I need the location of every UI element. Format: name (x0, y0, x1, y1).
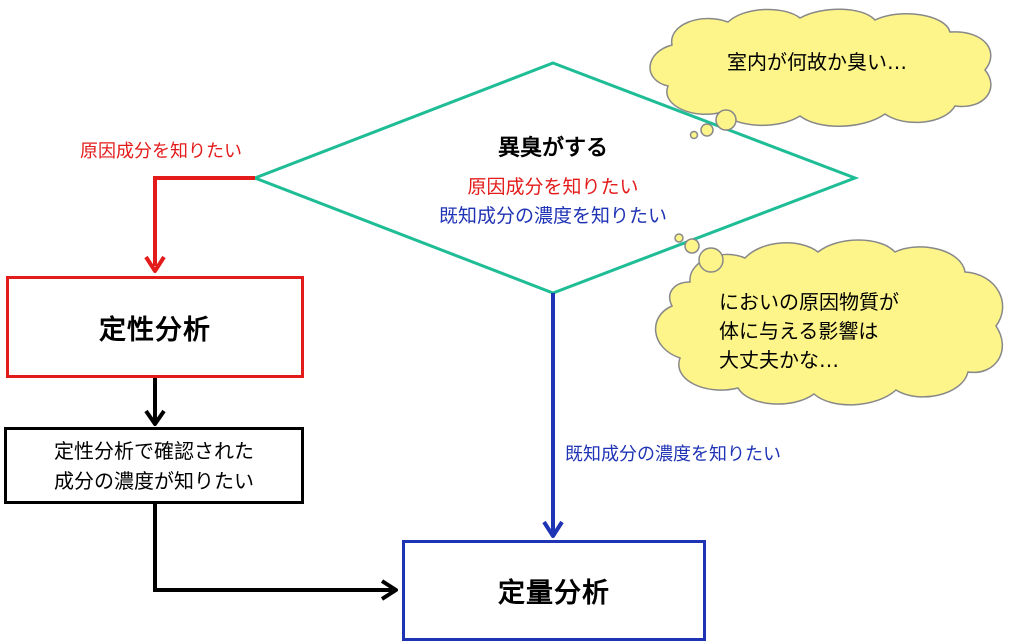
box-intermediate: 定性分析で確認された 成分の濃度が知りたい (4, 427, 304, 504)
box-qualitative-analysis: 定性分析 (6, 276, 304, 378)
box-intermediate-line2: 成分の濃度が知りたい (54, 468, 254, 493)
connector-left-red (153, 176, 255, 266)
arrowhead-to-quantitative (380, 579, 398, 601)
box-quantitative-label: 定量分析 (498, 578, 610, 609)
thought-cloud-top (649, 8, 992, 140)
cloud-bottom-line1: においの原因物質が (719, 290, 899, 314)
branch-down-label: 既知成分の濃度を知りたい (565, 444, 781, 465)
box-quantitative-analysis: 定量分析 (402, 540, 706, 641)
arrowhead-to-intermediate (144, 409, 166, 426)
cloud-bottom-line3: 大丈夫かな… (719, 348, 839, 372)
decision-line-red: 原因成分を知りたい (467, 176, 639, 198)
box-intermediate-line1: 定性分析で確認された (54, 438, 254, 463)
cloud-bottom-line2: 体に与える影響は (719, 319, 879, 343)
decision-title: 異臭がする (497, 136, 608, 161)
decision-line-blue: 既知成分の濃度を知りたい (438, 205, 667, 227)
connector-intermediate-to-quantitative (153, 504, 392, 592)
branch-left-label: 原因成分を知りたい (80, 141, 242, 162)
box-qualitative-label: 定性分析 (99, 314, 211, 346)
thought-cloud-bottom (655, 233, 1004, 406)
cloud-top-text: 室内が何故か臭い… (727, 50, 907, 74)
cloud-bottom-text: においの原因物質が 体に与える影響は 大丈夫かな… (719, 288, 899, 375)
arrowhead-down-blue (542, 520, 564, 538)
arrowhead-left-red (144, 255, 166, 273)
